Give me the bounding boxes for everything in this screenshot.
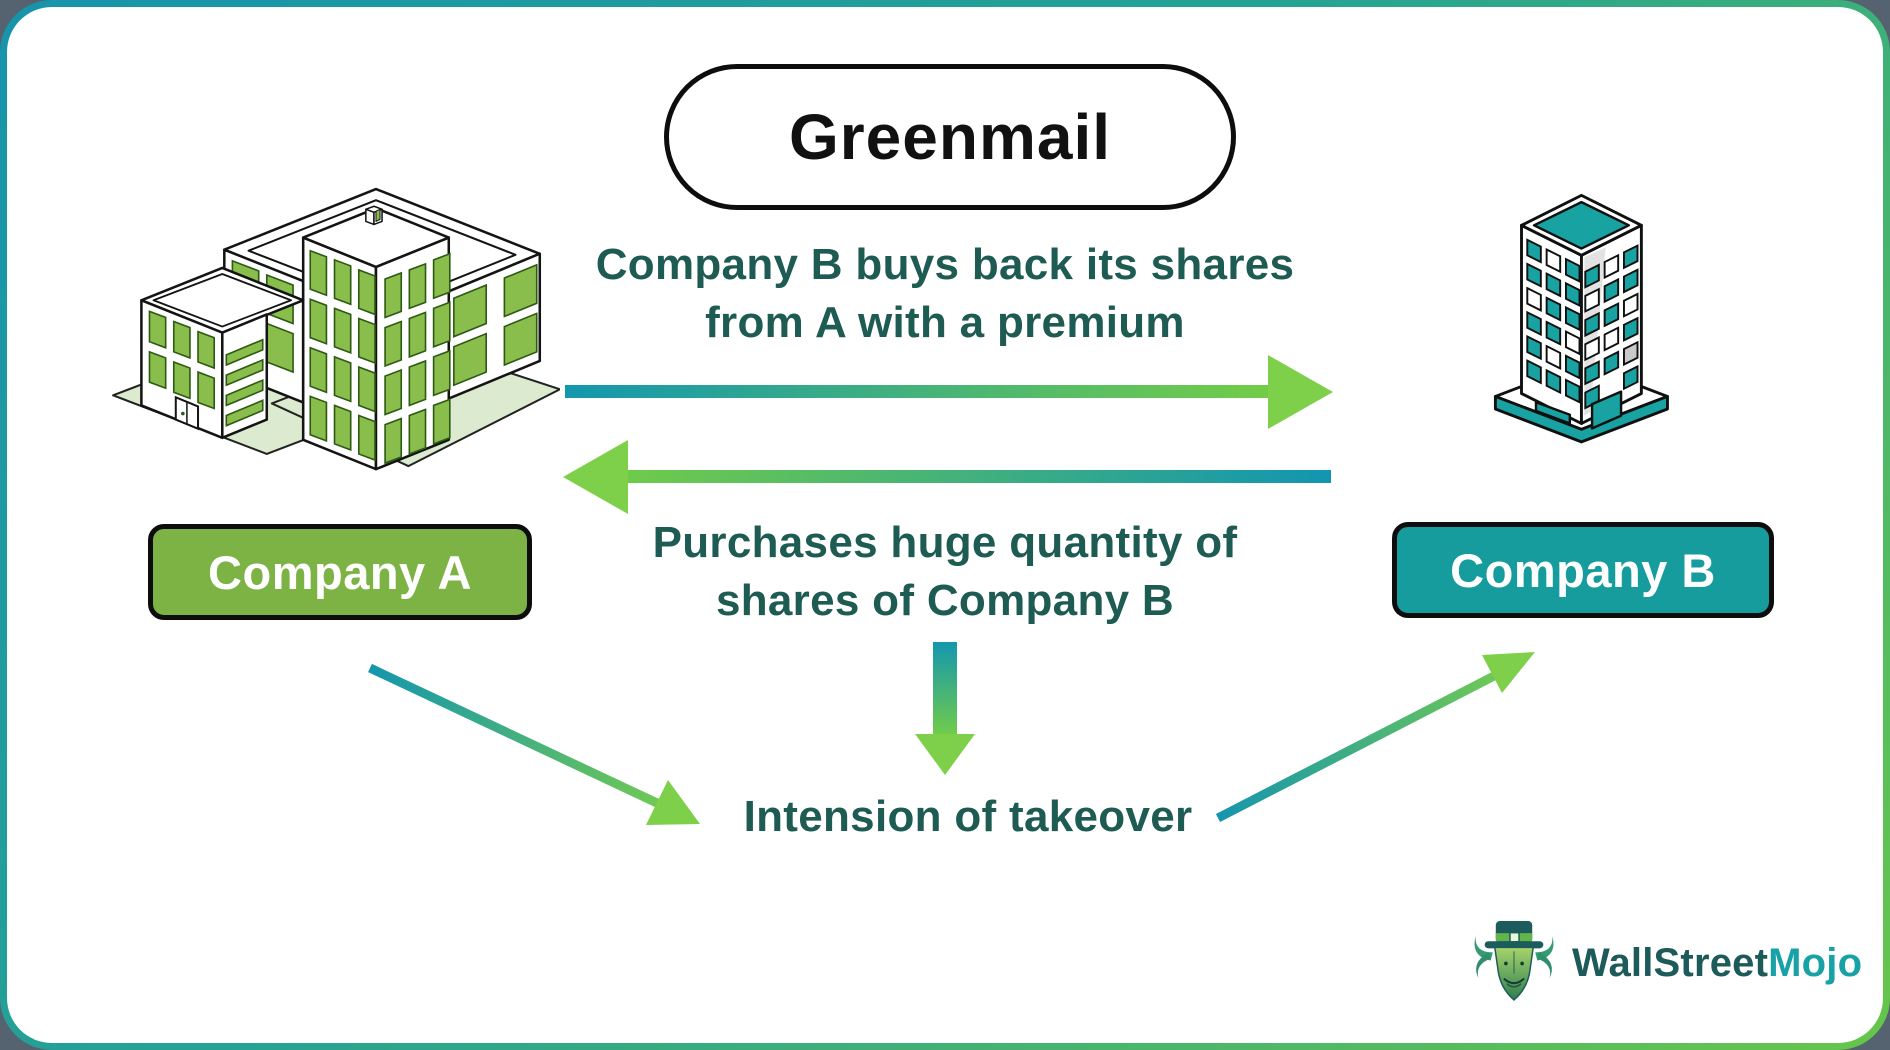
company-a-label-text: Company A <box>208 545 472 599</box>
page-title: Greenmail <box>788 101 1112 173</box>
arrow-a-to-b-icon <box>565 355 1333 429</box>
company-b-label-text: Company B <box>1450 543 1716 597</box>
takeover-label: Intension of takeover <box>743 792 1193 841</box>
flow-text-b-to-a: Purchases huge quantity of shares of Com… <box>480 514 1410 630</box>
building-b-roof <box>1520 193 1643 257</box>
arrow-b-to-a-icon <box>563 440 1331 514</box>
logo-wordmark: WallStreetMojo <box>1572 941 1862 986</box>
company-a-label: Company A <box>148 524 532 620</box>
bull-with-top-hat-icon <box>1474 921 1554 1001</box>
company-b-label: Company B <box>1392 522 1774 618</box>
title-pill: Greenmail <box>664 64 1236 210</box>
flow-text-b-to-a-line1: Purchases huge quantity of <box>652 518 1238 567</box>
building-b-door <box>1534 390 1623 430</box>
logo-text-wallstreet: WallStreet <box>1572 940 1769 985</box>
flow-text-a-to-b: Company B buys back its shares from A wi… <box>480 236 1410 352</box>
arrow-down-icon <box>915 642 975 775</box>
logo-text-mojo: Mojo <box>1768 940 1863 985</box>
building-a-door <box>174 395 200 431</box>
company-b-building-icon <box>1493 193 1669 444</box>
wallstreetmojo-logo: WallStreetMojo <box>1468 920 1862 1006</box>
arrow-takeover-to-b-icon <box>1215 652 1535 823</box>
flow-text-a-to-b-line1: Company B buys back its shares <box>595 240 1295 289</box>
flow-text-b-to-a-line2: shares of Company B <box>715 576 1175 625</box>
flow-text-a-to-b-line2: from A with a premium <box>705 298 1185 347</box>
arrow-a-to-takeover-icon <box>368 663 700 825</box>
company-a-building-icon <box>112 187 560 471</box>
